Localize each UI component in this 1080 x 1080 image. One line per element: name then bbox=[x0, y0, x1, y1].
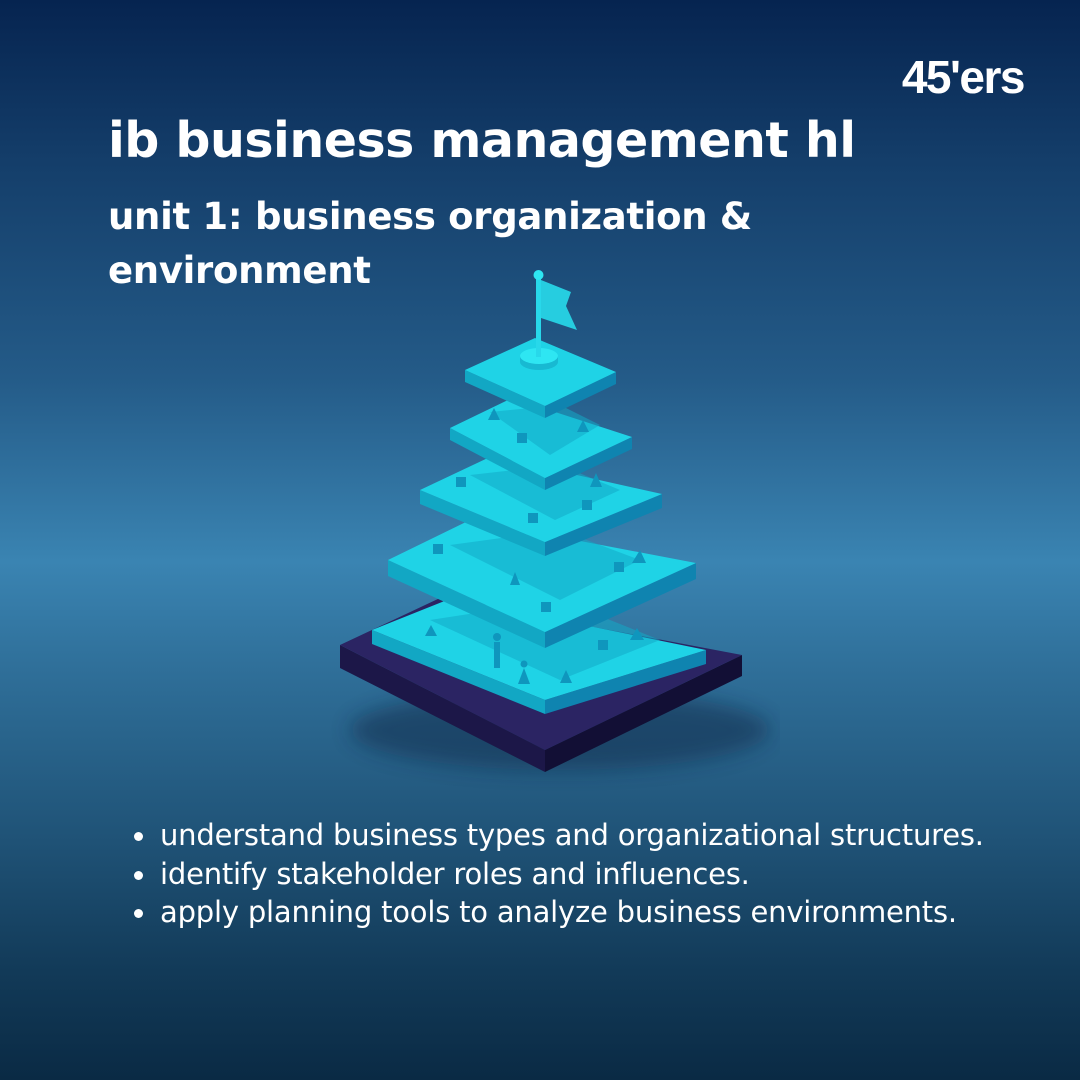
objective-item: apply planning tools to analyze business… bbox=[128, 893, 1048, 932]
objective-item: understand business types and organizati… bbox=[128, 816, 1048, 855]
brand-logo: 45'ers bbox=[901, 51, 1026, 103]
page-title: ib business management hl bbox=[108, 112, 856, 169]
objective-item: identify stakeholder roles and influence… bbox=[128, 855, 1048, 894]
objective-text: understand business types and organizati… bbox=[160, 818, 984, 852]
objectives-list: understand business types and organizati… bbox=[128, 816, 1048, 932]
pyramid-illustration bbox=[320, 260, 780, 800]
objective-text: apply planning tools to analyze business… bbox=[160, 895, 957, 929]
bullet-icon bbox=[134, 832, 143, 841]
pyramid-icon bbox=[340, 270, 770, 772]
bullet-icon bbox=[134, 870, 143, 880]
bullet-icon bbox=[134, 909, 143, 918]
objective-text: identify stakeholder roles and influence… bbox=[160, 856, 750, 891]
unit-subtitle: unit 1: business organization & environm… bbox=[108, 195, 752, 292]
